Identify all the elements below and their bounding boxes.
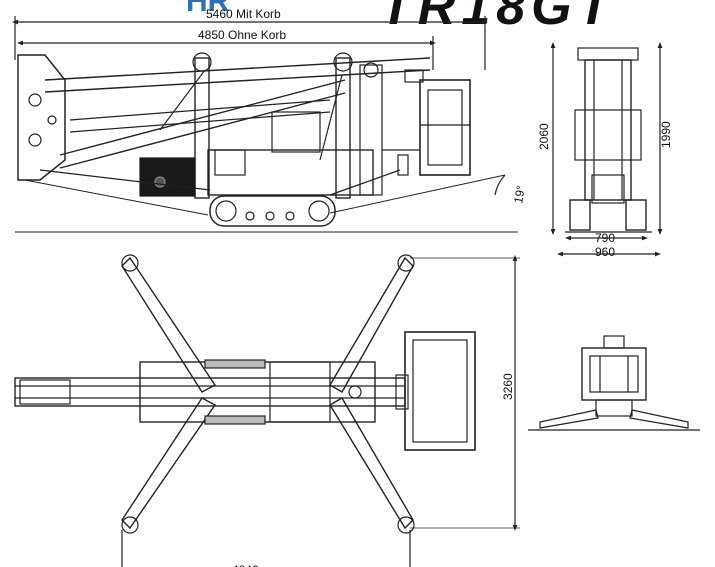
outrigger-rear-left xyxy=(121,397,217,530)
top-view: 3260 4840 xyxy=(14,254,520,567)
side-view: 5460 Mit Korb 4850 Ohne Korb 19° xyxy=(12,7,528,233)
outrigger-rear-right xyxy=(329,397,414,530)
outrigger-front-right xyxy=(329,256,414,393)
track-width-label: 790 xyxy=(595,231,615,245)
height-total-label: 2060 xyxy=(537,123,551,150)
height-inner-label: 1990 xyxy=(659,121,673,148)
overall-width-label: 960 xyxy=(595,245,615,259)
length-without-basket-label: 4850 Ohne Korb xyxy=(198,28,286,42)
rear-view: 2060 1990 790 960 xyxy=(537,42,673,259)
header: HR TR18GT xyxy=(186,0,615,36)
tilt-angle-arc xyxy=(494,174,506,196)
bottom-dimension-label: 4840 xyxy=(232,563,259,567)
brand-logo: HR xyxy=(186,0,230,18)
basket xyxy=(419,79,471,176)
crawler-track xyxy=(209,195,336,227)
top-basket xyxy=(404,331,476,451)
small-rear-view xyxy=(528,335,700,431)
outrigger-span-label: 3260 xyxy=(501,373,515,400)
model-title: TR18GT xyxy=(380,0,615,36)
engine-block xyxy=(139,157,196,197)
tilt-angle-label: 19° xyxy=(511,184,528,205)
tilt-line xyxy=(24,179,209,216)
length-with-basket-label: 5460 Mit Korb xyxy=(206,7,281,21)
outrigger-front-left xyxy=(121,256,217,393)
